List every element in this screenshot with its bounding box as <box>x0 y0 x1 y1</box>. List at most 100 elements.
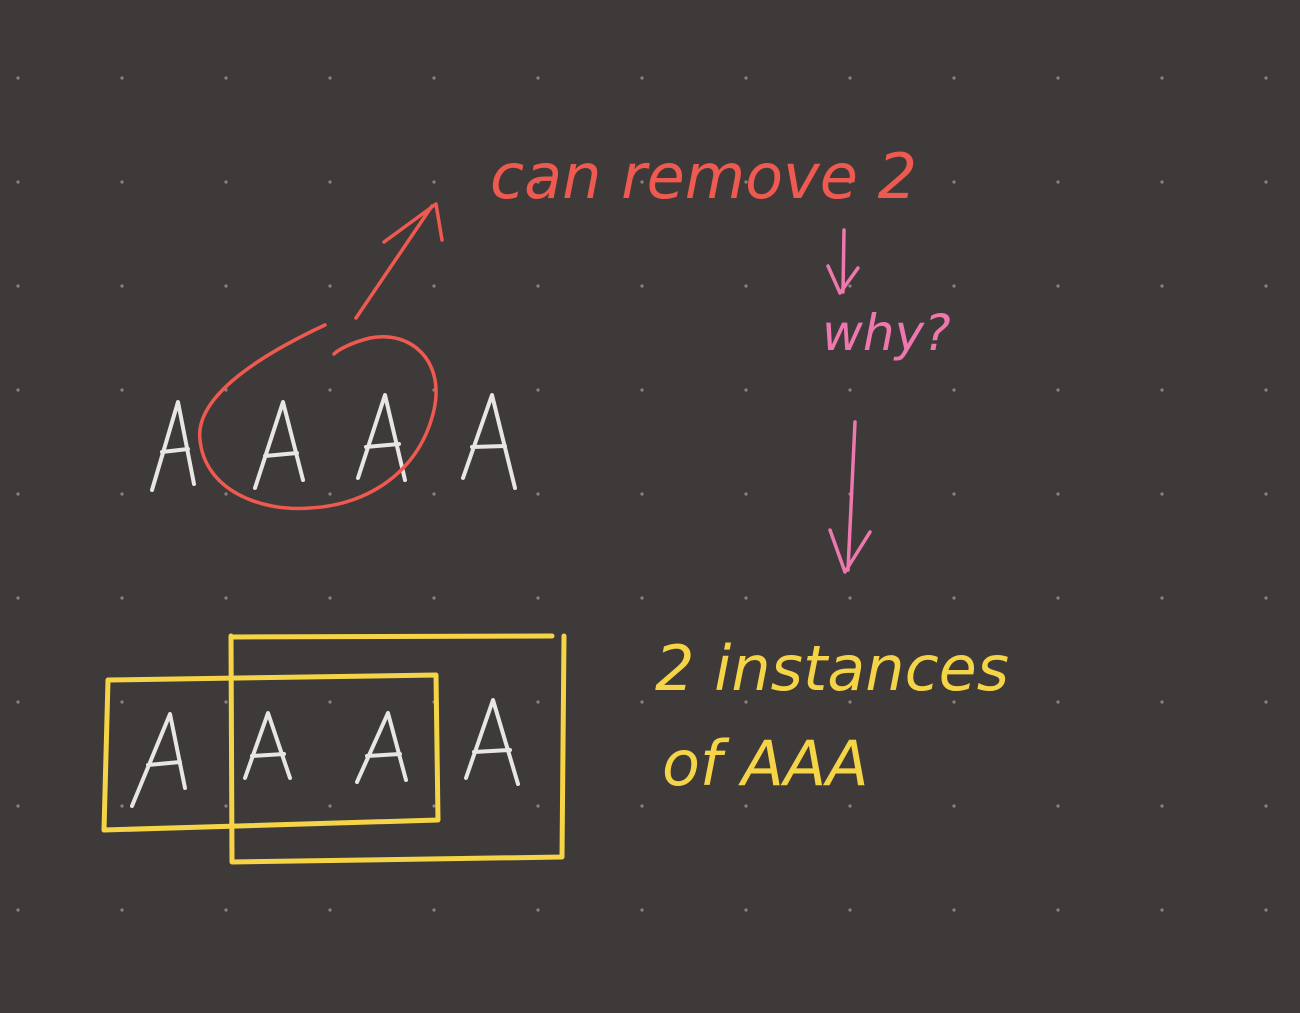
grid-dot <box>16 284 20 288</box>
pink-note-text: why? <box>822 304 951 362</box>
grid-dot <box>848 388 852 392</box>
grid-dot <box>640 596 644 600</box>
grid-dot <box>640 76 644 80</box>
grid-dot <box>1056 76 1060 80</box>
grid-dot <box>16 804 20 808</box>
grid-dot <box>848 804 852 808</box>
grid-dot <box>744 596 748 600</box>
bottom-letter-2 <box>243 711 292 780</box>
grid-dot <box>640 804 644 808</box>
top-letter-1 <box>150 400 196 492</box>
grid-dot <box>536 284 540 288</box>
grid-dot <box>16 76 20 80</box>
grid-dot <box>640 908 644 912</box>
grid-dot <box>432 908 436 912</box>
grid-dot <box>848 180 852 184</box>
grid-dot <box>952 388 956 392</box>
grid-dot <box>1160 804 1164 808</box>
grid-dot <box>432 76 436 80</box>
top-letter-row <box>150 393 517 492</box>
grid-dot <box>1160 700 1164 704</box>
grid-dot <box>120 700 124 704</box>
grid-dot <box>952 180 956 184</box>
grid-dot <box>1264 492 1268 496</box>
yellow-annotation <box>101 633 567 865</box>
grid-dot <box>432 180 436 184</box>
grid-dot <box>328 804 332 808</box>
grid-dot <box>1056 596 1060 600</box>
grid-dot <box>120 76 124 80</box>
bottom-letter-4 <box>464 698 520 786</box>
pink-arrow-small-icon <box>826 228 860 295</box>
grid-dot <box>328 700 332 704</box>
grid-dot <box>16 180 20 184</box>
grid-dot <box>952 908 956 912</box>
grid-dot <box>224 492 228 496</box>
grid-dot <box>328 284 332 288</box>
top-letter-3 <box>356 393 407 482</box>
yellow-note-line2: of AAA <box>662 727 869 800</box>
grid-dot <box>1264 284 1268 288</box>
grid-dot <box>1160 388 1164 392</box>
bottom-letter-1 <box>130 712 187 808</box>
grid-dot <box>536 700 540 704</box>
grid-dot <box>1264 76 1268 80</box>
yellow-box-left <box>101 672 441 833</box>
grid-dot <box>328 492 332 496</box>
grid-dot <box>744 804 748 808</box>
grid-dot <box>120 492 124 496</box>
grid-dot <box>224 804 228 808</box>
grid-dot <box>1264 908 1268 912</box>
grid-dot <box>224 596 228 600</box>
grid-dot <box>744 76 748 80</box>
grid-dot <box>952 700 956 704</box>
grid-dot <box>848 908 852 912</box>
grid-dot <box>1160 284 1164 288</box>
grid-dot <box>744 492 748 496</box>
grid-dot <box>536 180 540 184</box>
grid-dot <box>640 180 644 184</box>
grid-dot <box>432 804 436 808</box>
bottom-letter-row <box>130 698 520 808</box>
grid-dot <box>536 492 540 496</box>
grid-dot <box>224 908 228 912</box>
dot-grid <box>16 76 1268 912</box>
grid-dot <box>744 700 748 704</box>
grid-dot <box>16 596 20 600</box>
pink-annotation <box>826 228 872 574</box>
grid-dot <box>1264 700 1268 704</box>
grid-dot <box>1056 804 1060 808</box>
grid-dot <box>952 284 956 288</box>
grid-dot <box>224 76 228 80</box>
grid-dot <box>744 908 748 912</box>
grid-dot <box>952 596 956 600</box>
grid-dot <box>952 804 956 808</box>
grid-dot <box>328 908 332 912</box>
yellow-note-line1: 2 instances <box>655 632 1009 705</box>
grid-dot <box>952 76 956 80</box>
grid-dot <box>1264 804 1268 808</box>
grid-dot <box>1056 180 1060 184</box>
red-circle <box>198 323 438 511</box>
grid-dot <box>120 388 124 392</box>
grid-dot <box>1160 596 1164 600</box>
top-letter-4 <box>461 393 517 490</box>
red-note-text: can remove 2 <box>490 140 917 213</box>
grid-dot <box>1160 492 1164 496</box>
grid-dot <box>848 700 852 704</box>
red-annotation <box>198 202 444 511</box>
grid-dot <box>16 700 20 704</box>
grid-dot <box>224 180 228 184</box>
grid-dot <box>432 284 436 288</box>
grid-dot <box>224 700 228 704</box>
grid-dot <box>952 492 956 496</box>
grid-dot <box>120 180 124 184</box>
grid-dot <box>536 804 540 808</box>
grid-dot <box>536 908 540 912</box>
grid-dot <box>640 492 644 496</box>
grid-dot <box>536 388 540 392</box>
grid-dot <box>640 700 644 704</box>
grid-dot <box>744 284 748 288</box>
grid-dot <box>328 76 332 80</box>
